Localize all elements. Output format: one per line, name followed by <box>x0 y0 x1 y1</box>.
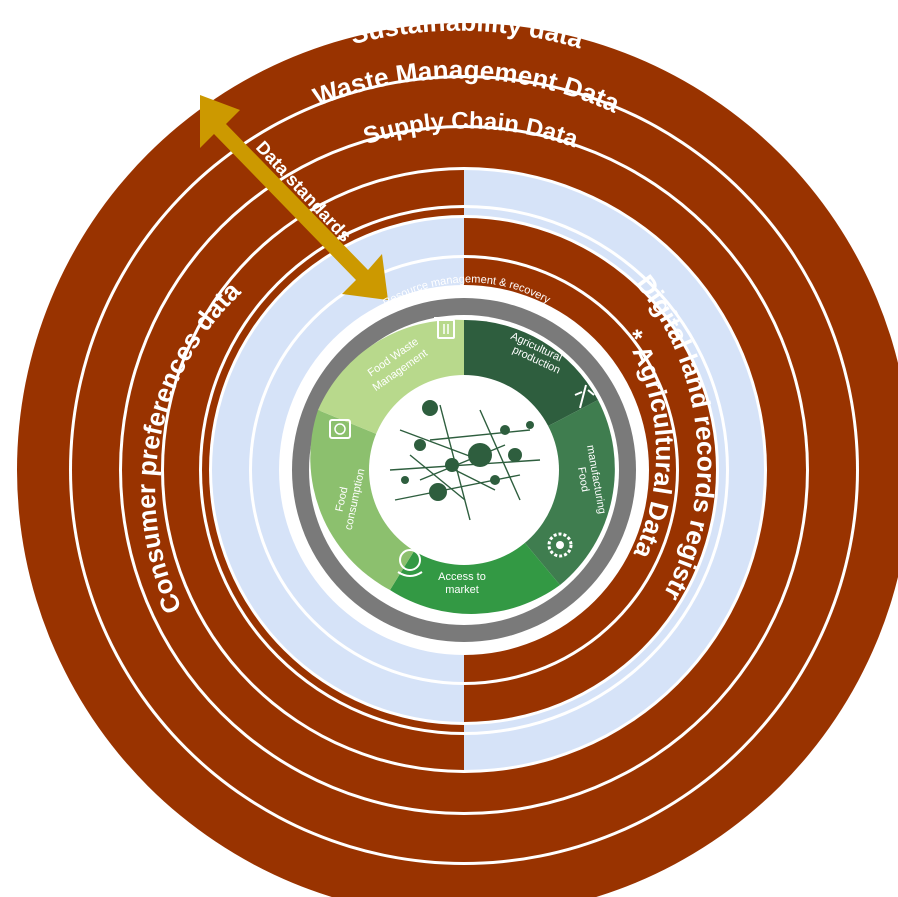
waste-bin-icon <box>434 317 458 339</box>
network-nodes <box>401 400 534 501</box>
segment-label-manuf-1: Food <box>575 466 591 493</box>
meal-icon <box>329 419 351 439</box>
wheat-icon <box>574 384 595 409</box>
hand-globe-icon <box>397 549 423 577</box>
segment-label-market-1: Access to <box>438 571 486 583</box>
segment-label-consumption-1: Food <box>334 486 351 513</box>
segment-label-market-2: market <box>445 584 479 596</box>
network-hub-center <box>369 375 559 565</box>
gear-icon <box>547 532 573 558</box>
